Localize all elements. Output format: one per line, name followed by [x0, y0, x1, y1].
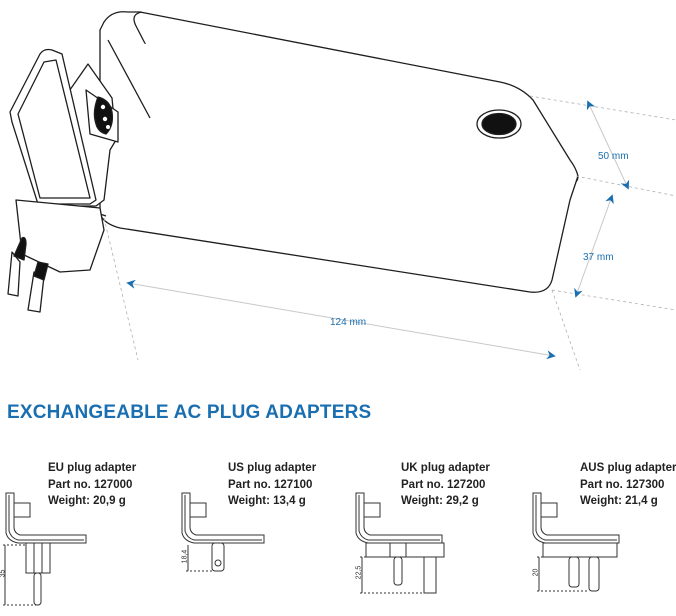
adapter-name: AUS plug adapter	[580, 462, 676, 474]
uk-pin-dimension: 22,5	[355, 565, 363, 580]
adapter-aus: 20 AUS plug adapter Part no. 127300 Weig…	[527, 455, 676, 615]
adapter-part-number: Part no. 127300	[580, 478, 665, 491]
adapter-uk-text: UK plug adapter Part no. 127200 Weight: …	[401, 460, 490, 510]
adapter-weight: Weight: 20,9 g	[48, 495, 126, 507]
adapter-weight: Weight: 21,4 g	[580, 495, 658, 507]
adapter-us-text: US plug adapter Part no. 127100 Weight: …	[228, 460, 316, 510]
width-dimension-label: 50 mm	[598, 151, 629, 162]
us-plug-drawing	[181, 492, 265, 572]
adapter-us: 18,4 US plug adapter Part no. 127100 Wei…	[180, 455, 350, 615]
uk-plug-drawing	[355, 492, 445, 594]
adapter-uk: 22,5 UK plug adapter Part no. 127200 Wei…	[350, 455, 520, 615]
height-dimension-label: 37 mm	[583, 252, 614, 263]
adapter-name: UK plug adapter	[401, 462, 490, 474]
power-adapter-drawing	[7, 11, 676, 371]
length-dimension-label: 124 mm	[330, 317, 367, 328]
power-adapter-illustration: 50 mm 37 mm 124 mm	[7, 11, 676, 371]
adapter-aus-text: AUS plug adapter Part no. 127300 Weight:…	[580, 460, 676, 510]
adapter-eu: 35 EU plug adapter Part no. 127000 Weigh…	[0, 455, 170, 615]
aus-pin-dimension: 20	[532, 568, 540, 577]
adapter-weight: Weight: 13,4 g	[228, 495, 306, 507]
eu-pin-dimension: 35	[0, 569, 7, 578]
adapter-eu-text: EU plug adapter Part no. 127000 Weight: …	[48, 460, 136, 510]
adapter-part-number: Part no. 127100	[228, 478, 313, 491]
section-title: EXCHANGEABLE AC PLUG ADAPTERS	[7, 402, 372, 423]
adapter-part-number: Part no. 127000	[48, 478, 133, 491]
adapter-name: US plug adapter	[228, 462, 317, 474]
us-pin-dimension: 18,4	[181, 549, 189, 564]
eu-plug-drawing	[3, 492, 87, 606]
adapter-weight: Weight: 29,2 g	[401, 495, 479, 507]
adapter-name: EU plug adapter	[48, 462, 137, 474]
aus-plug-drawing	[532, 492, 620, 592]
adapter-part-number: Part no. 127200	[401, 478, 486, 491]
